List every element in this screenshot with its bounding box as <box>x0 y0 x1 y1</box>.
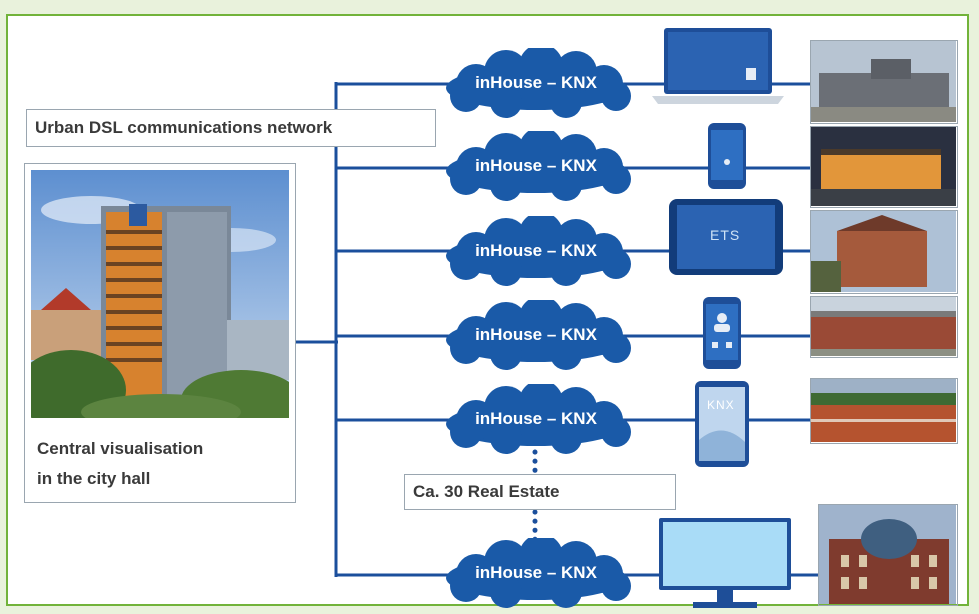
smartphone-intercom-icon <box>702 296 742 370</box>
knx-cloud-5: inHouse – KNX <box>436 384 636 454</box>
laptop-icon <box>650 26 786 106</box>
knx-panel-icon: KNX <box>694 380 750 468</box>
building-photo-2 <box>810 126 958 208</box>
central-visualisation-label: Central visualisation in the city hall <box>37 434 203 494</box>
knx-cloud-4: inHouse – KNX <box>436 300 636 370</box>
knx-cloud-1: inHouse – KNX <box>436 48 636 118</box>
city-hall-box: Central visualisation in the city hall <box>24 163 296 503</box>
network-label: Urban DSL communications network <box>26 109 436 147</box>
knx-cloud-label: inHouse – KNX <box>475 325 597 344</box>
knx-cloud-label: inHouse – KNX <box>475 409 597 428</box>
building-photo-1 <box>810 40 958 124</box>
central-label-line-2: in the city hall <box>37 469 151 488</box>
knx-cloud-2: inHouse – KNX <box>436 131 636 201</box>
monitor-icon <box>657 516 793 610</box>
knx-cloud-label: inHouse – KNX <box>475 563 597 582</box>
smartphone-icon <box>707 122 747 190</box>
building-photo-3 <box>810 210 958 294</box>
knx-label: KNX <box>707 398 735 412</box>
tablet-icon: ETS <box>668 198 784 276</box>
knx-cloud-6: inHouse – KNX <box>436 538 636 608</box>
building-photo-4 <box>810 296 958 358</box>
city-hall-photo <box>31 170 289 418</box>
knx-cloud-label: inHouse – KNX <box>475 156 597 175</box>
building-photo-6 <box>818 504 958 606</box>
knx-cloud-label: inHouse – KNX <box>475 73 597 92</box>
building-photo-5 <box>810 378 958 444</box>
central-label-line-1: Central visualisation <box>37 439 204 458</box>
ets-label: ETS <box>710 227 741 243</box>
real-estate-label: Ca. 30 Real Estate <box>404 474 676 510</box>
knx-cloud-label: inHouse – KNX <box>475 241 597 260</box>
knx-cloud-3: inHouse – KNX <box>436 216 636 286</box>
